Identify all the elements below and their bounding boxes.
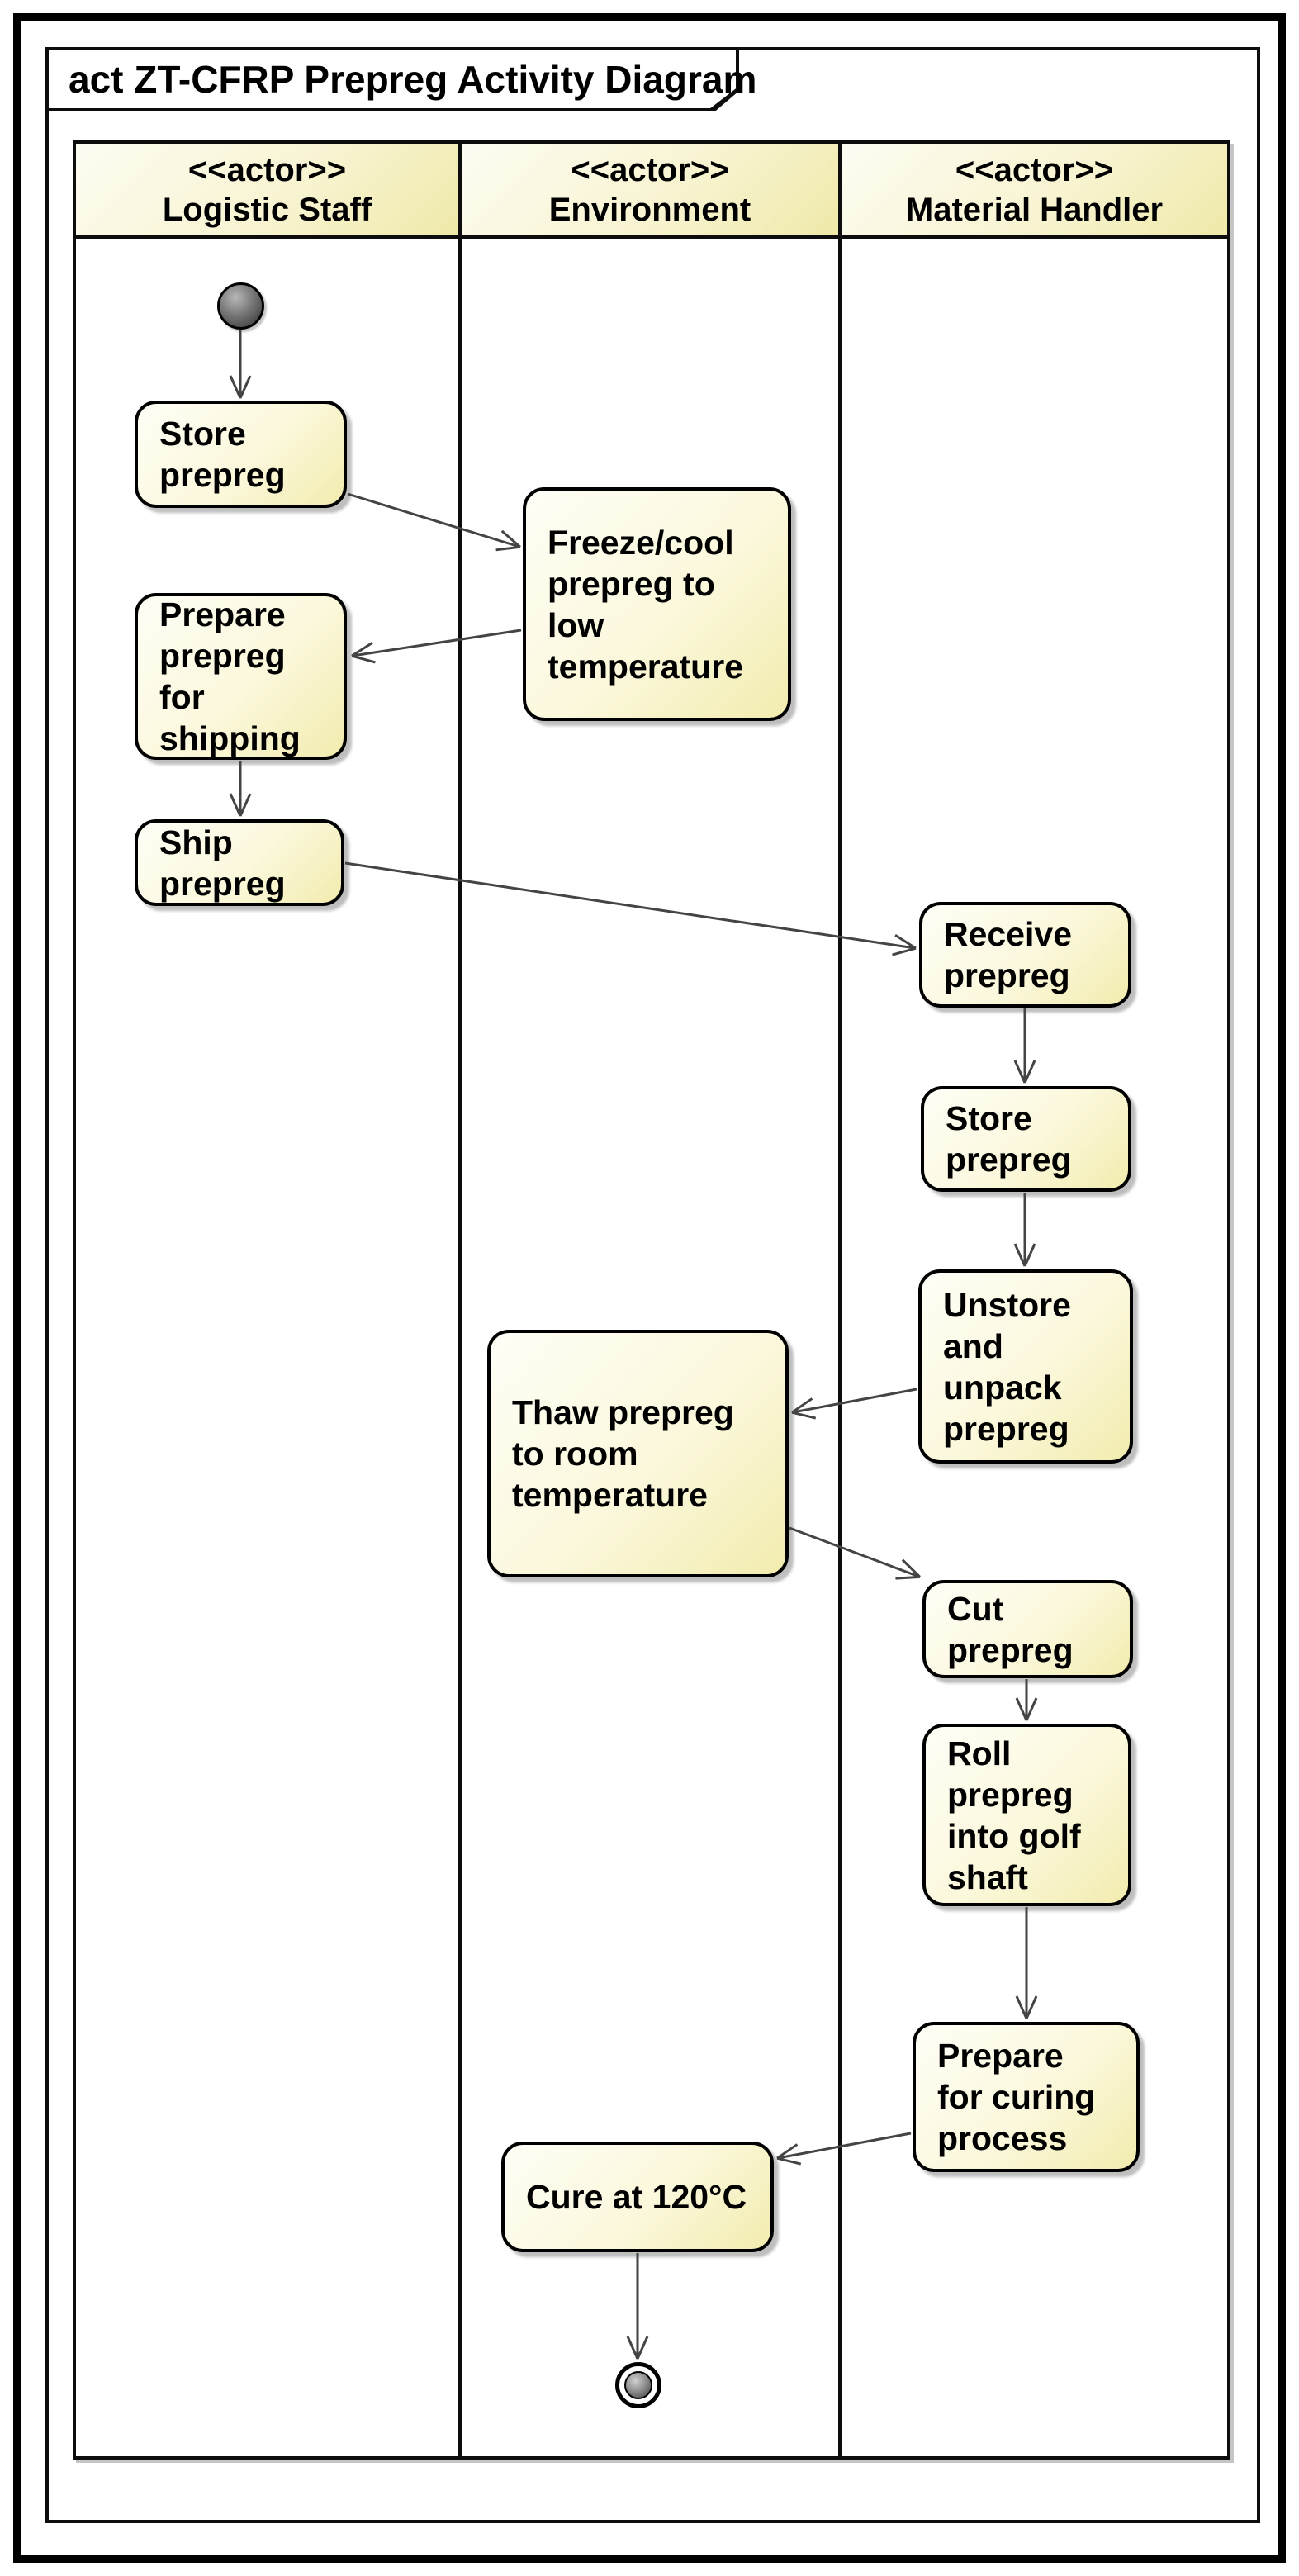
lane-divider-1: [458, 144, 462, 2456]
activity-ship-prepreg[interactable]: Ship prepreg: [135, 819, 344, 906]
activity-final-node[interactable]: [615, 2362, 661, 2408]
page-border: [13, 13, 1286, 2563]
lane-stereotype: <<actor>>: [571, 151, 729, 188]
lane-stereotype: <<actor>>: [187, 151, 347, 188]
activity-label: Freeze/cool prepreg to low temperature: [548, 523, 743, 686]
activity-label: Receive prepreg: [944, 915, 1073, 994]
lane-name: Logistic Staff: [162, 191, 372, 228]
activity-label: Prepare prepreg for shipping: [159, 595, 301, 757]
activity-unstore-unpack-prepreg[interactable]: Unstore and unpack prepreg: [918, 1269, 1133, 1464]
activity-prepare-prepreg-for-shipping[interactable]: Prepare prepreg for shipping: [135, 593, 347, 760]
initial-node[interactable]: [217, 282, 264, 330]
activity-freeze-cool-prepreg[interactable]: Freeze/cool prepreg to low temperature: [523, 487, 791, 721]
frame-title: act ZT-CFRP Prepreg Activity Diagram: [69, 58, 757, 101]
activity-label: Store prepreg: [159, 415, 286, 494]
lane-stereotype: <<actor>>: [955, 151, 1114, 188]
activity-cut-prepreg[interactable]: Cut prepreg: [922, 1580, 1133, 1678]
activity-cure-at-120c[interactable]: Cure at 120°C: [501, 2142, 774, 2252]
activity-thaw-prepreg[interactable]: Thaw prepreg to room temperature: [487, 1330, 789, 1577]
activity-label: Roll prepreg into golf shaft: [947, 1734, 1081, 1896]
activity-label: Prepare for curing process: [937, 2037, 1096, 2157]
activity-label: Store prepreg: [946, 1099, 1072, 1179]
activity-prepare-for-curing[interactable]: Prepare for curing process: [913, 2022, 1140, 2172]
activity-store-prepreg-handler[interactable]: Store prepreg: [921, 1086, 1131, 1192]
lane-divider-2: [838, 144, 842, 2456]
activity-label: Cut prepreg: [947, 1589, 1074, 1669]
activity-roll-prepreg-golf-shaft[interactable]: Roll prepreg into golf shaft: [922, 1724, 1131, 1906]
lane-name: Environment: [548, 191, 751, 228]
activity-label: Thaw prepreg to room temperature: [512, 1393, 734, 1514]
activity-label: Unstore and unpack prepreg: [943, 1285, 1071, 1448]
lane-header-material-handler: <<actor>> Material Handler: [842, 144, 1227, 239]
frame-title-tab: [45, 47, 739, 111]
activity-store-prepreg-logistic[interactable]: Store prepreg: [135, 401, 347, 508]
lane-header-environment: <<actor>> Environment: [462, 144, 838, 239]
lane-header-logistic-staff: <<actor>> Logistic Staff: [76, 144, 458, 239]
activity-label: Cure at 120°C: [526, 2178, 747, 2216]
activity-receive-prepreg[interactable]: Receive prepreg: [919, 902, 1131, 1008]
lane-name: Material Handler: [905, 191, 1164, 228]
activity-label: Ship prepreg: [159, 823, 286, 903]
